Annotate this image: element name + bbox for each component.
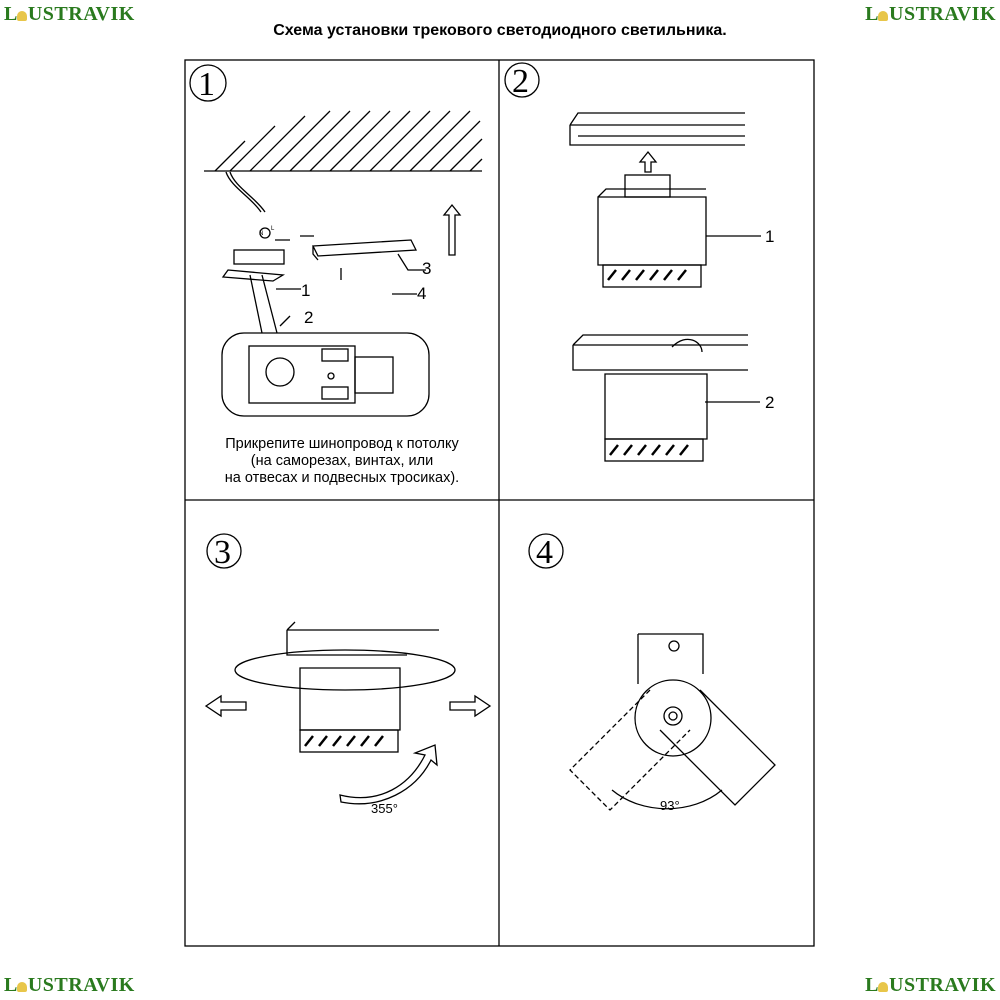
step-2-badge: 2 bbox=[504, 62, 540, 100]
ceiling-hatch bbox=[204, 110, 483, 172]
svg-text:2: 2 bbox=[512, 63, 529, 100]
arrow-left-icon bbox=[204, 694, 247, 718]
svg-text:N: N bbox=[259, 231, 263, 237]
tilt-angle-label: 93° bbox=[660, 798, 680, 813]
connector-block bbox=[233, 249, 285, 265]
panel-2-drawing: 1 2 bbox=[569, 112, 774, 462]
luminaire-lens bbox=[299, 729, 399, 753]
panel-1-drawing: 1 2 3 4 N L Прикрепите шинопровод к пото… bbox=[204, 110, 483, 486]
luminaire-lens-1 bbox=[602, 264, 702, 288]
angle-arc bbox=[611, 789, 723, 810]
svg-text:2: 2 bbox=[304, 308, 313, 327]
step-4-badge: 4 bbox=[528, 533, 564, 571]
rotate-arrow-icon bbox=[671, 338, 703, 353]
track-rail bbox=[311, 239, 418, 261]
arrow-left-icon bbox=[275, 235, 314, 241]
rotated-position-right bbox=[659, 689, 776, 806]
pivot-disc bbox=[634, 679, 712, 757]
ground-screw-icon bbox=[259, 227, 271, 239]
panel-3-drawing: 355° bbox=[204, 621, 492, 816]
rotate-355-arrow-icon bbox=[339, 744, 438, 805]
track-rail-mounted bbox=[572, 334, 748, 371]
wire-loop-detail bbox=[265, 357, 295, 387]
caption-line-1: Прикрепите шинопровод к потолку bbox=[225, 436, 459, 452]
svg-text:L: L bbox=[271, 226, 275, 232]
rotation-angle-label: 355° bbox=[371, 801, 398, 816]
track-rail-top bbox=[569, 112, 745, 146]
leader-line-2 bbox=[279, 315, 291, 327]
svg-text:3: 3 bbox=[214, 534, 231, 571]
panel-4-drawing: 93° bbox=[569, 633, 776, 813]
adapter bbox=[624, 174, 671, 198]
power-cable bbox=[225, 171, 266, 213]
step-1-badge: 1 bbox=[189, 64, 227, 103]
rotated-position-left bbox=[569, 689, 691, 811]
svg-text:3: 3 bbox=[422, 259, 431, 278]
track-rail bbox=[286, 621, 439, 656]
caption-line-2: (на саморезах, винтах, или bbox=[251, 453, 433, 469]
connector-detail bbox=[248, 345, 356, 404]
luminaire-lens-2 bbox=[604, 438, 704, 462]
detail-callout-lines bbox=[249, 274, 278, 334]
leader-lines bbox=[276, 253, 426, 295]
caption-line-3: на отвесах и подвесных тросиках). bbox=[225, 470, 459, 486]
luminaire-body bbox=[299, 667, 401, 731]
luminaire-body-1 bbox=[597, 188, 707, 266]
step-3-badge: 3 bbox=[206, 533, 242, 571]
svg-text:1: 1 bbox=[198, 66, 215, 103]
svg-text:4: 4 bbox=[536, 534, 553, 571]
mounting-plate bbox=[221, 269, 286, 282]
arrow-right-icon bbox=[449, 694, 492, 718]
svg-text:2: 2 bbox=[765, 393, 774, 412]
arrow-up-icon bbox=[442, 203, 462, 256]
luminaire-body-2 bbox=[604, 373, 708, 440]
rail-end-detail bbox=[354, 356, 394, 394]
rotation-ellipse bbox=[234, 649, 456, 691]
svg-text:4: 4 bbox=[417, 284, 426, 303]
page-title: Схема установки трекового светодиодного … bbox=[273, 22, 727, 39]
svg-text:1: 1 bbox=[301, 281, 310, 300]
arrow-up-icon bbox=[638, 150, 658, 173]
detail-callout bbox=[221, 332, 430, 417]
mounting-bracket bbox=[637, 633, 704, 684]
svg-text:1: 1 bbox=[765, 227, 774, 246]
